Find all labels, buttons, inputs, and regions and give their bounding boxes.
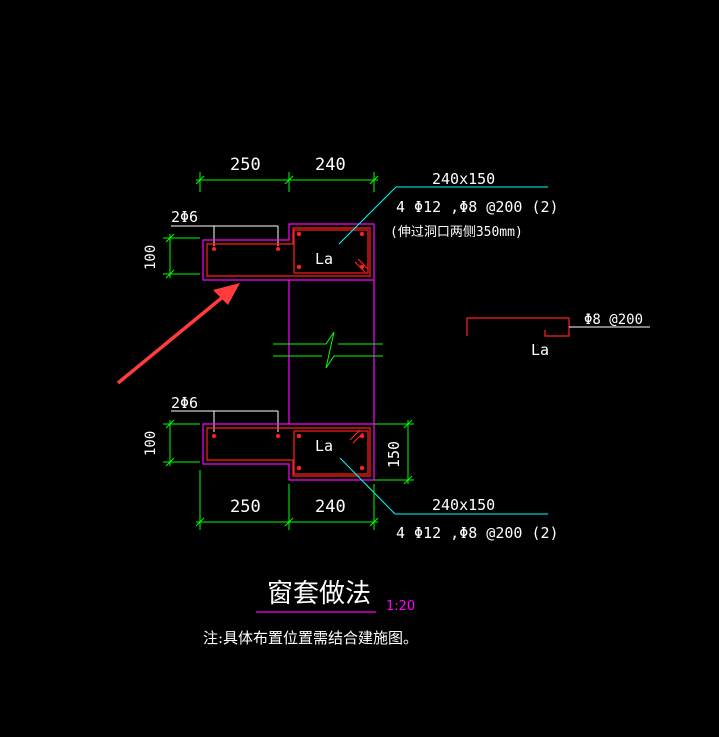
break-line [273,331,383,369]
bottom-beam-rebar [206,427,371,477]
top-dim-left: 250 [230,155,261,175]
bottom-side-height-label: 150 [385,441,403,468]
top-beam-rebar [206,227,371,277]
top-dimension-line [195,172,379,192]
stirrup-label: Φ8 @200 [584,312,643,328]
bottom-height-label: 100 [143,431,159,456]
top-beam-outline [202,223,375,281]
bottom-annotation-leader [339,457,548,515]
top-height-dimension [163,233,200,279]
top-rebar-label: 2Φ6 [171,208,198,226]
bottom-rebar-label: 2Φ6 [171,394,198,412]
stirrup-anchor-label: La [531,341,549,359]
bottom-side-dimension [374,419,414,485]
bottom-rebar-leader [171,410,279,432]
drawing-title: 窗套做法 [267,579,371,609]
bottom-dimension-line [195,470,379,530]
bottom-dim-left: 250 [230,497,261,517]
bottom-rebar-dots [212,433,365,471]
bottom-reinforcement: 4 Φ12 ,Φ8 @200 (2) [396,524,559,542]
bottom-beam-outline [202,423,375,481]
bottom-section-size: 240x150 [432,496,495,514]
top-annotation-leader [338,186,548,245]
top-rebar-leader [171,225,279,246]
drawing-note: 注:具体布置位置需结合建施图。 [203,629,418,647]
drawing-scale: 1:20 [386,599,415,614]
top-dim-right: 240 [315,155,346,175]
top-section-size: 240x150 [432,170,495,188]
top-height-label: 100 [143,245,159,270]
top-anchor-label: La [315,250,333,268]
bottom-dim-right: 240 [315,497,346,517]
bottom-anchor-label: La [315,437,333,455]
red-arrow [116,283,240,385]
top-reinforcement: 4 Φ12 ,Φ8 @200 (2) [396,198,559,216]
jamb-lines [288,280,375,424]
top-rebar-dots [212,231,365,270]
bottom-height-dimension [163,419,200,467]
top-note: (伸过洞口两侧350mm) [390,225,523,240]
stirrup-detail [466,317,570,337]
